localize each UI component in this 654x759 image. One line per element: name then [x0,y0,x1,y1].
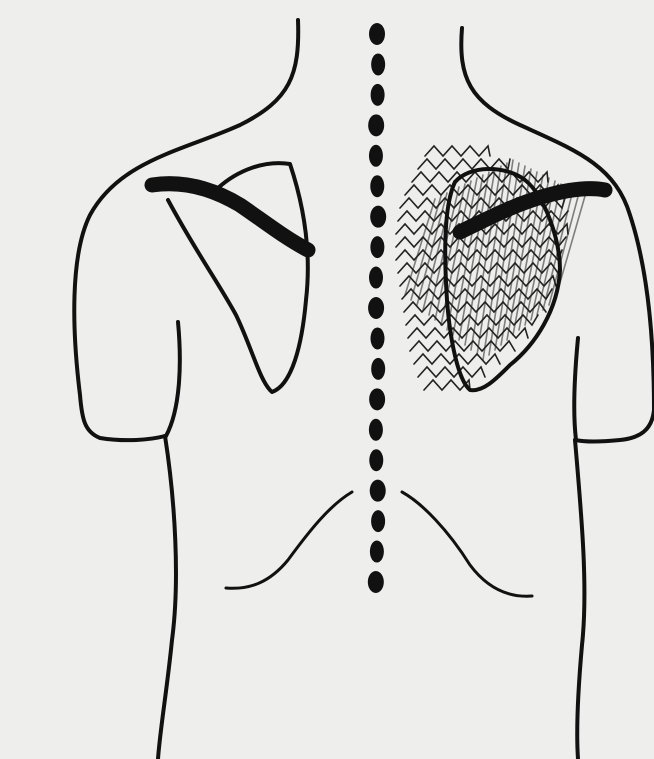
vertebra [369,449,383,471]
hatch-stroke [410,341,515,351]
left-lower-back-curve [226,492,352,588]
vertebra [368,297,384,319]
spinal-column [368,23,386,593]
vertebra [370,175,384,197]
vertebra [368,114,384,136]
vertebra [371,327,385,349]
left-inner-arm-line [166,322,180,436]
vertebra [371,53,385,75]
left-side-torso-outline [158,436,176,759]
vertebra [369,267,383,289]
hatch-stroke [425,146,490,156]
vertebra [369,145,383,167]
left-scapula-group [152,163,308,392]
right-inner-arm-line [574,338,578,440]
vertebra [371,84,385,106]
hatch-cross-stroke [549,193,579,305]
vertebra [370,206,386,228]
vertebra [370,236,384,258]
hatch-stroke [406,315,538,325]
right-scapula-group [396,146,605,390]
vertebra [371,358,385,380]
right-lower-back-curve [402,492,532,596]
vertebra [370,480,386,502]
vertebra [369,388,385,410]
vertebra [371,510,385,532]
hatch-stroke [418,367,485,377]
hatch-stroke [402,289,552,299]
body-outline [74,20,654,759]
right-side-torso-outline [575,440,584,759]
vertebra [368,571,384,593]
vertebra [369,419,383,441]
vertebra [369,23,385,45]
vertebra [370,541,384,563]
hatched-area [396,146,585,390]
